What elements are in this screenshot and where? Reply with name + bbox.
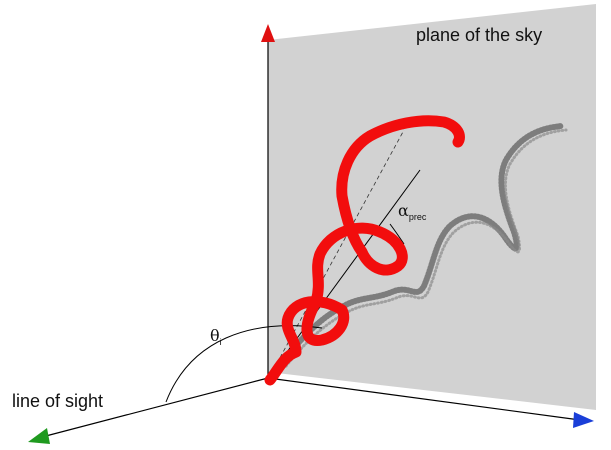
alpha-symbol: α: [398, 201, 409, 220]
plane-of-sky-label: plane of the sky: [416, 25, 543, 45]
theta-subscript: i: [219, 337, 222, 348]
inclination-angle-label: θi: [210, 328, 222, 347]
vertical-axis-arrowhead: [261, 24, 275, 42]
inclination-angle-arc: [165, 325, 323, 403]
horizontal-axis-arrowhead: [573, 412, 594, 428]
sky-projection-stipple: [279, 123, 565, 365]
line-of-sight-arrowhead: [28, 428, 50, 444]
sky-projection-stipple-edge: [284, 128, 568, 368]
horizontal-axis: [267, 377, 581, 421]
precession-cone-edge: [269, 129, 405, 377]
theta-symbol: θ: [210, 326, 220, 345]
line-of-sight-label: line of sight: [12, 391, 104, 411]
alpha-subscript: prec: [408, 212, 427, 223]
sky-plane: [268, 4, 596, 410]
precession-angle-arc: [389, 223, 405, 245]
precessing-jet-helix: [264, 115, 465, 386]
line-of-sight-axis: [41, 377, 269, 438]
precession-angle-label: αprec: [398, 203, 426, 222]
